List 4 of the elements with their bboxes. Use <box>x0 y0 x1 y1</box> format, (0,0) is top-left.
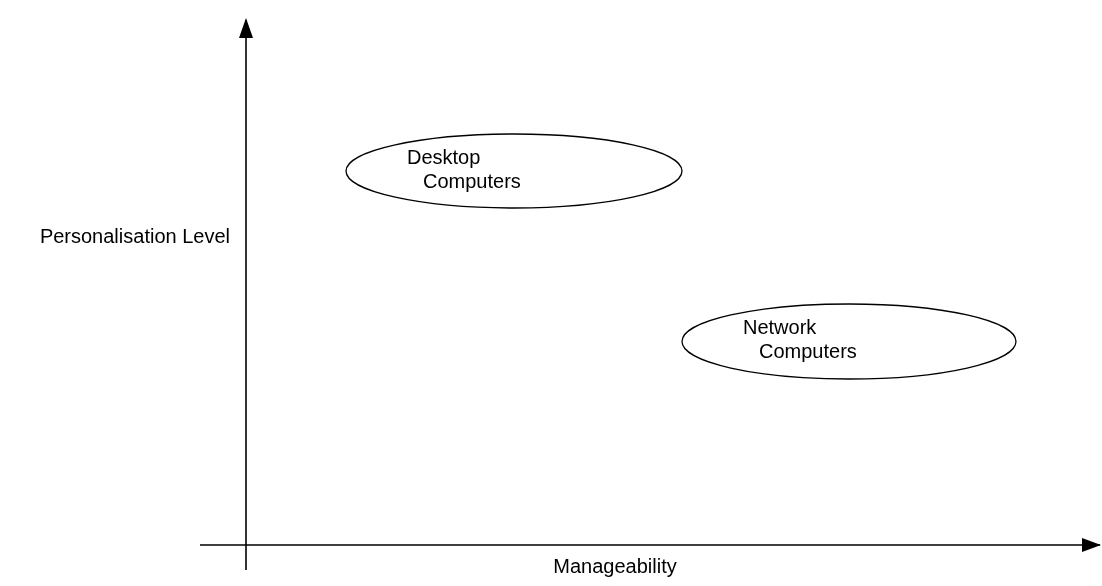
ellipse-node <box>345 133 683 209</box>
node-label: Desktop Computers <box>407 145 522 193</box>
ellipse-node <box>681 303 1017 380</box>
node-label: Network Computers <box>743 315 858 363</box>
